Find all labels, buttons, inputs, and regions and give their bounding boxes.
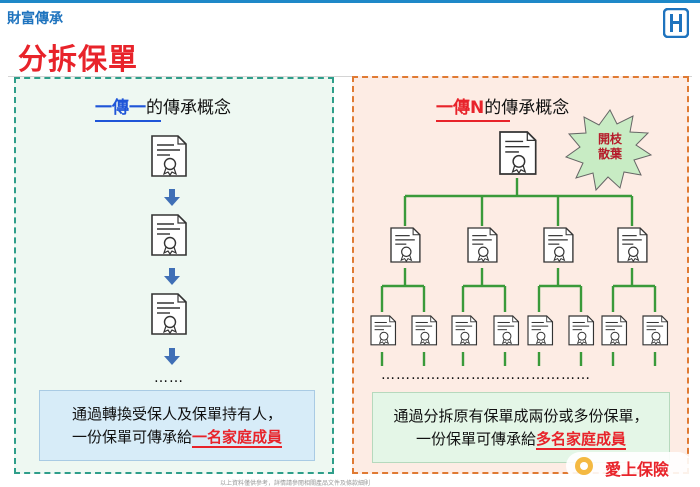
badge-line-2: 散葉: [597, 147, 622, 161]
breadcrumb: 財富傳承: [7, 11, 63, 27]
certificate-document-icon: [467, 227, 498, 263]
page-title: 分拆保單: [18, 42, 139, 76]
certificate-document-icon: [527, 315, 554, 346]
certificate-document-icon: [499, 131, 537, 175]
footer-disclaimer: 以上資料僅供參考，詳情請參閱相關產品文件及條款細則: [220, 480, 371, 487]
one-to-many-description-prefix: 一份保單可傳承給: [415, 430, 536, 448]
one-to-one-heading-text: 的傳承概念: [146, 98, 231, 118]
badge-text: 開枝 散葉: [596, 132, 624, 162]
certificate-document-icon: [642, 315, 669, 346]
certificate-document-icon: [568, 315, 595, 346]
one-to-many-heading-highlight: 一傳N: [436, 98, 485, 118]
arrow-down-icon: [164, 268, 180, 285]
one-to-one-description-line2: 一份保單可傳承給一名家庭成員: [40, 426, 314, 449]
certificate-document-icon: [151, 214, 187, 256]
right-continuation-dots: ……………………………………: [381, 367, 591, 383]
family-tree-lines: [380, 178, 657, 366]
certificate-document-icon: [370, 315, 397, 346]
left-continuation-dots: ……: [154, 370, 184, 386]
one-to-one-heading-underline: [95, 120, 161, 122]
certificate-document-icon: [151, 135, 187, 177]
one-to-many-description: 通過分拆原有保單成兩份或多份保單， 一份保單可傳承給多名家庭成員: [372, 392, 670, 463]
top-accent-bar: [0, 0, 700, 3]
footer-brand: 愛上保險: [605, 460, 670, 479]
brand-logo-icon: [663, 8, 689, 38]
one-to-many-heading-underline: [436, 120, 510, 122]
arrow-down-icon: [164, 189, 180, 206]
one-to-many-heading-text: 的傳承概念: [484, 98, 570, 118]
certificate-document-icon: [493, 315, 520, 346]
one-to-one-emphasis: 一名家庭成員: [192, 428, 283, 448]
certificate-document-icon: [151, 293, 187, 335]
one-to-one-description-prefix: 一份保單可傳承給: [71, 428, 192, 446]
one-to-one-description: 通過轉換受保人及保單持有人， 一份保單可傳承給一名家庭成員: [39, 390, 315, 461]
header-divider: [8, 76, 692, 77]
certificate-document-icon: [617, 227, 648, 263]
one-to-many-description-line1: 通過分拆原有保單成兩份或多份保單，: [393, 407, 649, 425]
one-to-many-emphasis: 多名家庭成員: [536, 430, 627, 450]
footer-brand-icon: [566, 452, 692, 480]
one-to-one-heading-highlight: 一傳一: [95, 98, 146, 118]
certificate-document-icon: [543, 227, 574, 263]
one-to-one-description-line1: 通過轉換受保人及保單持有人，: [71, 405, 282, 423]
one-to-one-heading: 一傳一的傳承概念: [95, 93, 231, 122]
badge-line-1: 開枝: [597, 132, 622, 146]
one-to-many-description-line2: 一份保單可傳承給多名家庭成員: [373, 428, 669, 451]
starburst-badge-icon: [564, 109, 653, 192]
certificate-document-icon: [451, 315, 478, 346]
arrow-down-icon: [164, 348, 180, 365]
certificate-document-icon: [390, 227, 421, 263]
certificate-document-icon: [411, 315, 438, 346]
one-to-many-heading: 一傳N的傳承概念: [436, 93, 570, 122]
certificate-document-icon: [601, 315, 628, 346]
